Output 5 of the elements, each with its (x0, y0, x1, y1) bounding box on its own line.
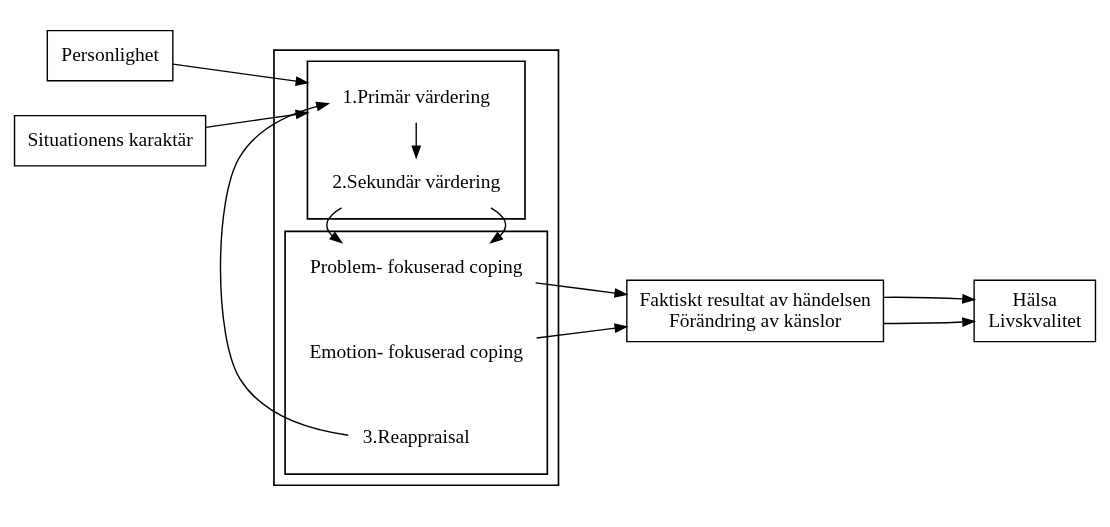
node-text: 2.Sekundär värdering (332, 170, 501, 192)
node-text: Emotion- fokuserad coping (309, 340, 523, 362)
node-text: Problem- fokuserad coping (310, 255, 523, 277)
node-text: 3.Reappraisal (362, 426, 470, 447)
node-text: 1.Primär värdering (342, 85, 490, 107)
